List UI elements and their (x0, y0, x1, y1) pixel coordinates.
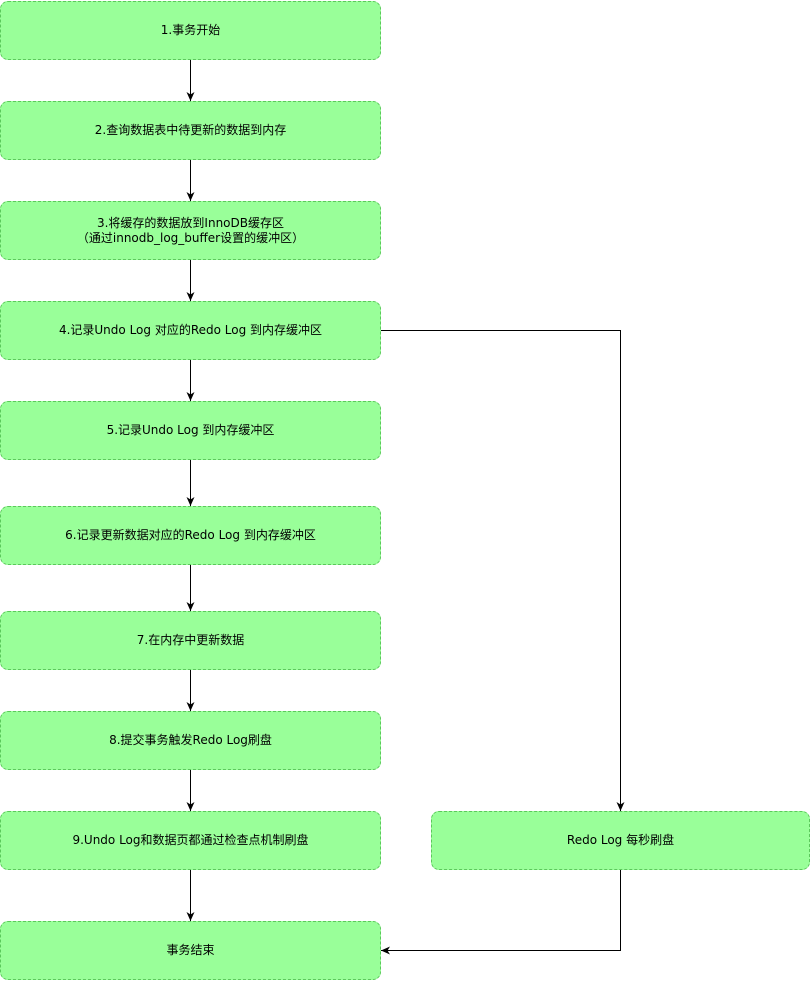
edge-group (186, 60, 625, 955)
node-redo-flush-per-second: Redo Log 每秒刷盘 (431, 811, 810, 870)
node-checkpoint-flush: 9.Undo Log和数据页都通过检查点机制刷盘 (0, 811, 381, 870)
node-transaction-end: 事务结束 (0, 921, 381, 980)
node-transaction-start: 1.事务开始 (0, 1, 381, 60)
node-query-data-to-memory: 2.查询数据表中待更新的数据到内存 (0, 101, 381, 160)
node-commit-flush-redo: 8.提交事务触发Redo Log刷盘 (0, 711, 381, 770)
edge-n10-to-n11 (381, 870, 621, 955)
edge-n4-to-n10 (381, 330, 625, 811)
node-cache-to-innodb-buffer: 3.将缓存的数据放到InnoDB缓存区 （通过innodb_log_buffer… (0, 201, 381, 260)
node-record-update-redo-log: 6.记录更新数据对应的Redo Log 到内存缓冲区 (0, 506, 381, 565)
node-update-in-memory: 7.在内存中更新数据 (0, 611, 381, 670)
node-record-undo-log: 5.记录Undo Log 到内存缓冲区 (0, 401, 381, 460)
node-record-undo-redo-log: 4.记录Undo Log 对应的Redo Log 到内存缓冲区 (0, 301, 381, 360)
